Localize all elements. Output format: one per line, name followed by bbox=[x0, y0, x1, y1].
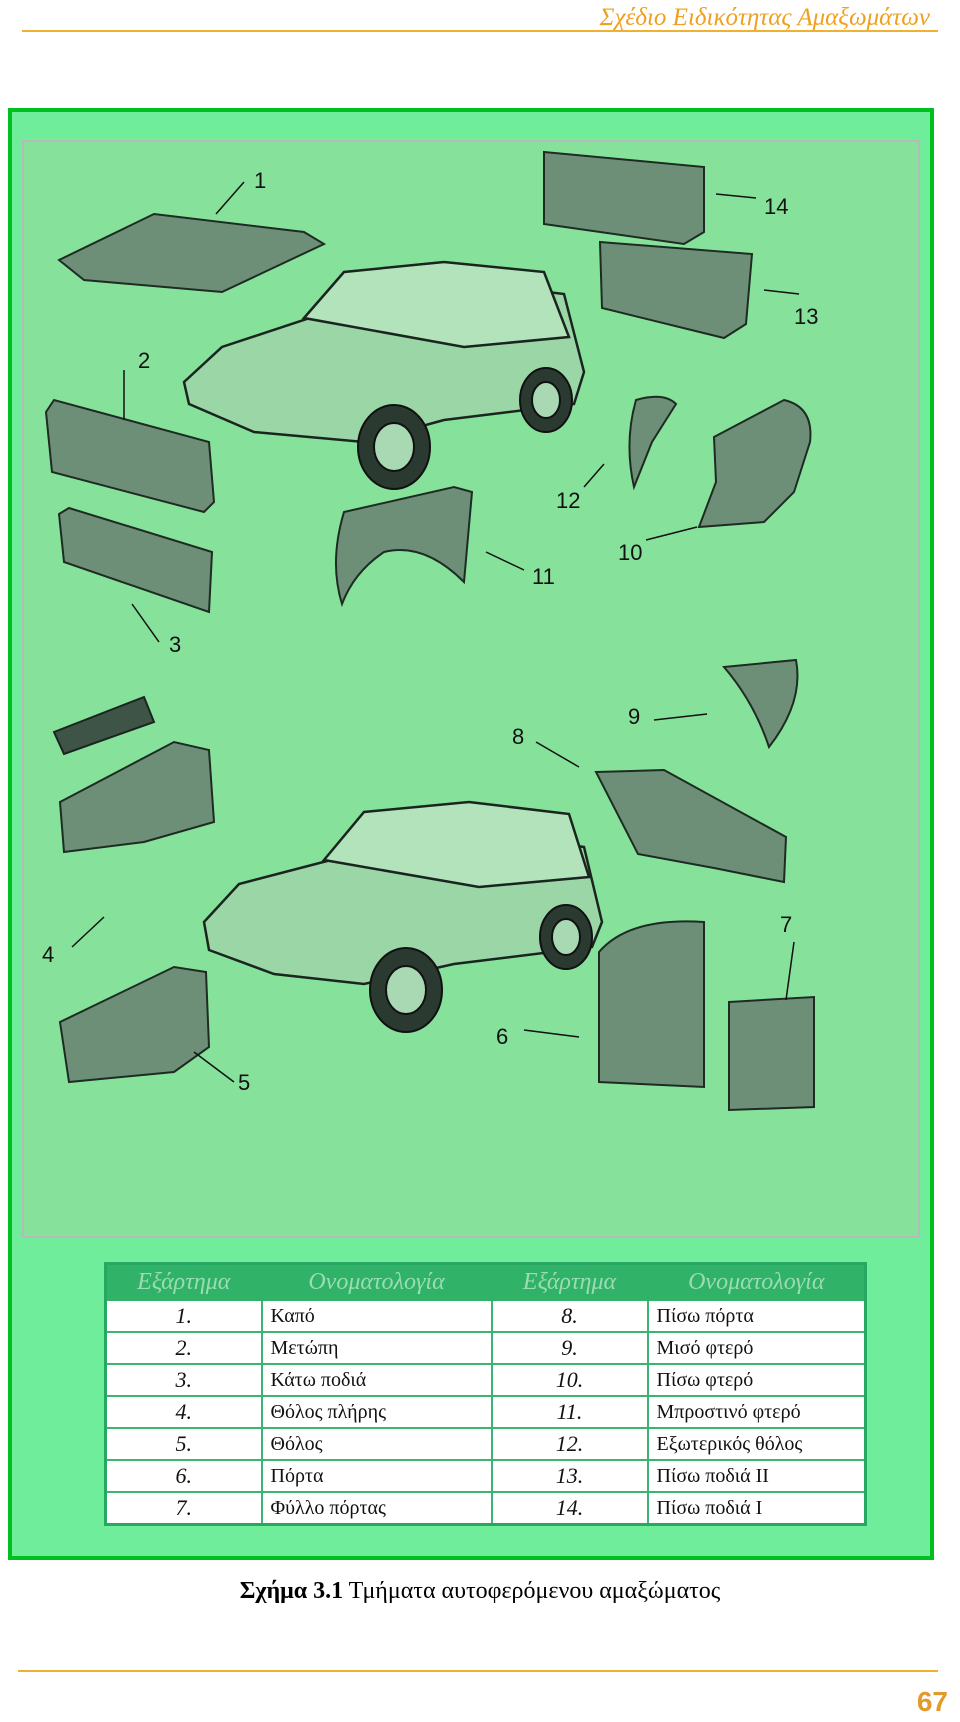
table-row: 1. Καπό 8. Πίσω πόρτα bbox=[104, 1299, 867, 1333]
table-row: 5. Θόλος 12. Εξωτερικός θόλος bbox=[104, 1427, 867, 1461]
part-number: 2. bbox=[104, 1331, 263, 1365]
callout-10: 10 bbox=[618, 540, 643, 565]
callout-12: 12 bbox=[556, 488, 581, 513]
part-number: 4. bbox=[104, 1395, 263, 1429]
callout-9: 9 bbox=[628, 704, 641, 729]
part-name: Κάτω ποδιά bbox=[260, 1363, 493, 1397]
callout-14: 14 bbox=[764, 194, 789, 219]
part-number: 14. bbox=[490, 1491, 649, 1526]
leader-line-3 bbox=[131, 603, 160, 643]
part-number: 11. bbox=[490, 1395, 649, 1429]
rear-quarter-panel-part bbox=[697, 398, 812, 529]
table-row: 3. Κάτω ποδιά 10. Πίσω φτερό bbox=[104, 1363, 867, 1397]
half-wing-part bbox=[721, 658, 799, 750]
part-name: Πίσω ποδιά ΙΙ bbox=[646, 1459, 867, 1493]
part-name: Εξωτερικός θόλος bbox=[646, 1427, 867, 1461]
callout-11: 11 bbox=[532, 564, 555, 589]
footer-rule bbox=[18, 1670, 938, 1672]
part-name: Πίσω ποδιά Ι bbox=[646, 1491, 867, 1526]
page-number: 67 bbox=[916, 1686, 948, 1717]
leader-line-9 bbox=[653, 713, 708, 721]
part-name: Πίσω φτερό bbox=[646, 1363, 867, 1397]
outer-wheel-arch-part bbox=[628, 395, 678, 491]
table-row: 4. Θόλος πλήρης 11. Μπροστινό φτερό bbox=[104, 1395, 867, 1429]
header-rule bbox=[22, 30, 938, 32]
wheelhouse-part bbox=[58, 965, 211, 1084]
callout-13: 13 bbox=[794, 304, 819, 329]
leader-line-8 bbox=[535, 741, 580, 768]
part-number: 1. bbox=[104, 1299, 263, 1333]
column-header-name: Ονοματολογία bbox=[646, 1262, 867, 1301]
callout-8: 8 bbox=[512, 724, 525, 749]
part-name: Μετώπη bbox=[260, 1331, 493, 1365]
table-row: 2. Μετώπη 9. Μισό φτερό bbox=[104, 1331, 867, 1365]
callout-5: 5 bbox=[238, 1070, 251, 1095]
part-number: 10. bbox=[490, 1363, 649, 1397]
callout-3: 3 bbox=[169, 632, 182, 657]
part-number: 9. bbox=[490, 1331, 649, 1365]
callout-7: 7 bbox=[780, 912, 793, 937]
front-wing-part bbox=[335, 485, 474, 608]
part-name: Μπροστινό φτερό bbox=[646, 1395, 867, 1429]
header-title: Σχέδιο Ειδικότητας Αμαξωμάτων bbox=[599, 4, 930, 31]
callout-1: 1 bbox=[254, 168, 267, 193]
hood-part bbox=[57, 212, 327, 294]
leader-line-6 bbox=[523, 1029, 580, 1038]
callout-2: 2 bbox=[138, 348, 151, 373]
part-number: 8. bbox=[490, 1299, 649, 1333]
part-name: Πίσω πόρτα bbox=[646, 1299, 867, 1333]
part-number: 5. bbox=[104, 1427, 263, 1461]
part-number: 12. bbox=[490, 1427, 649, 1461]
rear-panel-1-part bbox=[543, 150, 705, 246]
lower-apron-part bbox=[57, 506, 214, 614]
door-skin-part bbox=[728, 995, 815, 1112]
part-name: Θόλος πλήρης bbox=[260, 1395, 493, 1429]
part-name: Καπό bbox=[260, 1299, 493, 1333]
leader-line-11 bbox=[485, 551, 525, 571]
part-name: Πόρτα bbox=[260, 1459, 493, 1493]
table-row: 7. Φύλλο πόρτας 14. Πίσω ποδιά Ι bbox=[104, 1491, 867, 1526]
leader-line-14 bbox=[715, 193, 757, 199]
leader-line-13 bbox=[763, 289, 800, 295]
part-name: Μισό φτερό bbox=[646, 1331, 867, 1365]
leader-line-12 bbox=[583, 463, 605, 488]
callout-6: 6 bbox=[496, 1024, 509, 1049]
part-number: 7. bbox=[104, 1491, 263, 1526]
column-header-part: Εξάρτημα bbox=[104, 1262, 263, 1301]
table-header-row: Εξάρτημα Ονοματολογία Εξάρτημα Ονοματολο… bbox=[104, 1262, 867, 1301]
column-header-name: Ονοματολογία bbox=[260, 1262, 493, 1301]
leader-line-7 bbox=[785, 941, 795, 1001]
door-part bbox=[598, 920, 705, 1089]
part-name: Θόλος bbox=[260, 1427, 493, 1461]
part-number: 13. bbox=[490, 1459, 649, 1493]
leader-line-10 bbox=[645, 526, 698, 541]
column-header-part: Εξάρτημα bbox=[490, 1262, 649, 1301]
table-row: 6. Πόρτα 13. Πίσω ποδιά ΙΙ bbox=[104, 1459, 867, 1493]
inner-wheelhouse-assembly-part bbox=[52, 695, 156, 756]
figure-caption: Σχήμα 3.1 Τμήματα αυτοφερόμενου αμαξώματ… bbox=[0, 1578, 960, 1605]
car-upper-drawing bbox=[182, 260, 586, 490]
front-panel-part bbox=[44, 398, 216, 514]
leader-line-5 bbox=[193, 1051, 235, 1083]
callout-4: 4 bbox=[42, 942, 55, 967]
part-name: Φύλλο πόρτας bbox=[260, 1491, 493, 1526]
figure-caption-text: Τμήματα αυτοφερόμενου αμαξώματος bbox=[348, 1578, 721, 1604]
rear-panel-2-part bbox=[598, 240, 754, 340]
leader-line-1 bbox=[215, 181, 245, 215]
part-number: 6. bbox=[104, 1459, 263, 1493]
part-number: 3. bbox=[104, 1363, 263, 1397]
figure-label: Σχήμα 3.1 bbox=[239, 1578, 344, 1604]
rear-door-part bbox=[594, 768, 788, 884]
body-parts-drawing bbox=[44, 150, 815, 1112]
leader-line-4 bbox=[71, 916, 105, 948]
car-lower-drawing bbox=[202, 800, 604, 1033]
parts-table: Εξάρτημα Ονοματολογία Εξάρτημα Ονοματολο… bbox=[104, 1262, 867, 1526]
inner-wheelhouse-assembly-part-lower bbox=[58, 740, 216, 854]
exploded-body-illustration: 1 2 3 4 5 6 7 8 9 10 11 12 13 14 bbox=[22, 140, 920, 1238]
